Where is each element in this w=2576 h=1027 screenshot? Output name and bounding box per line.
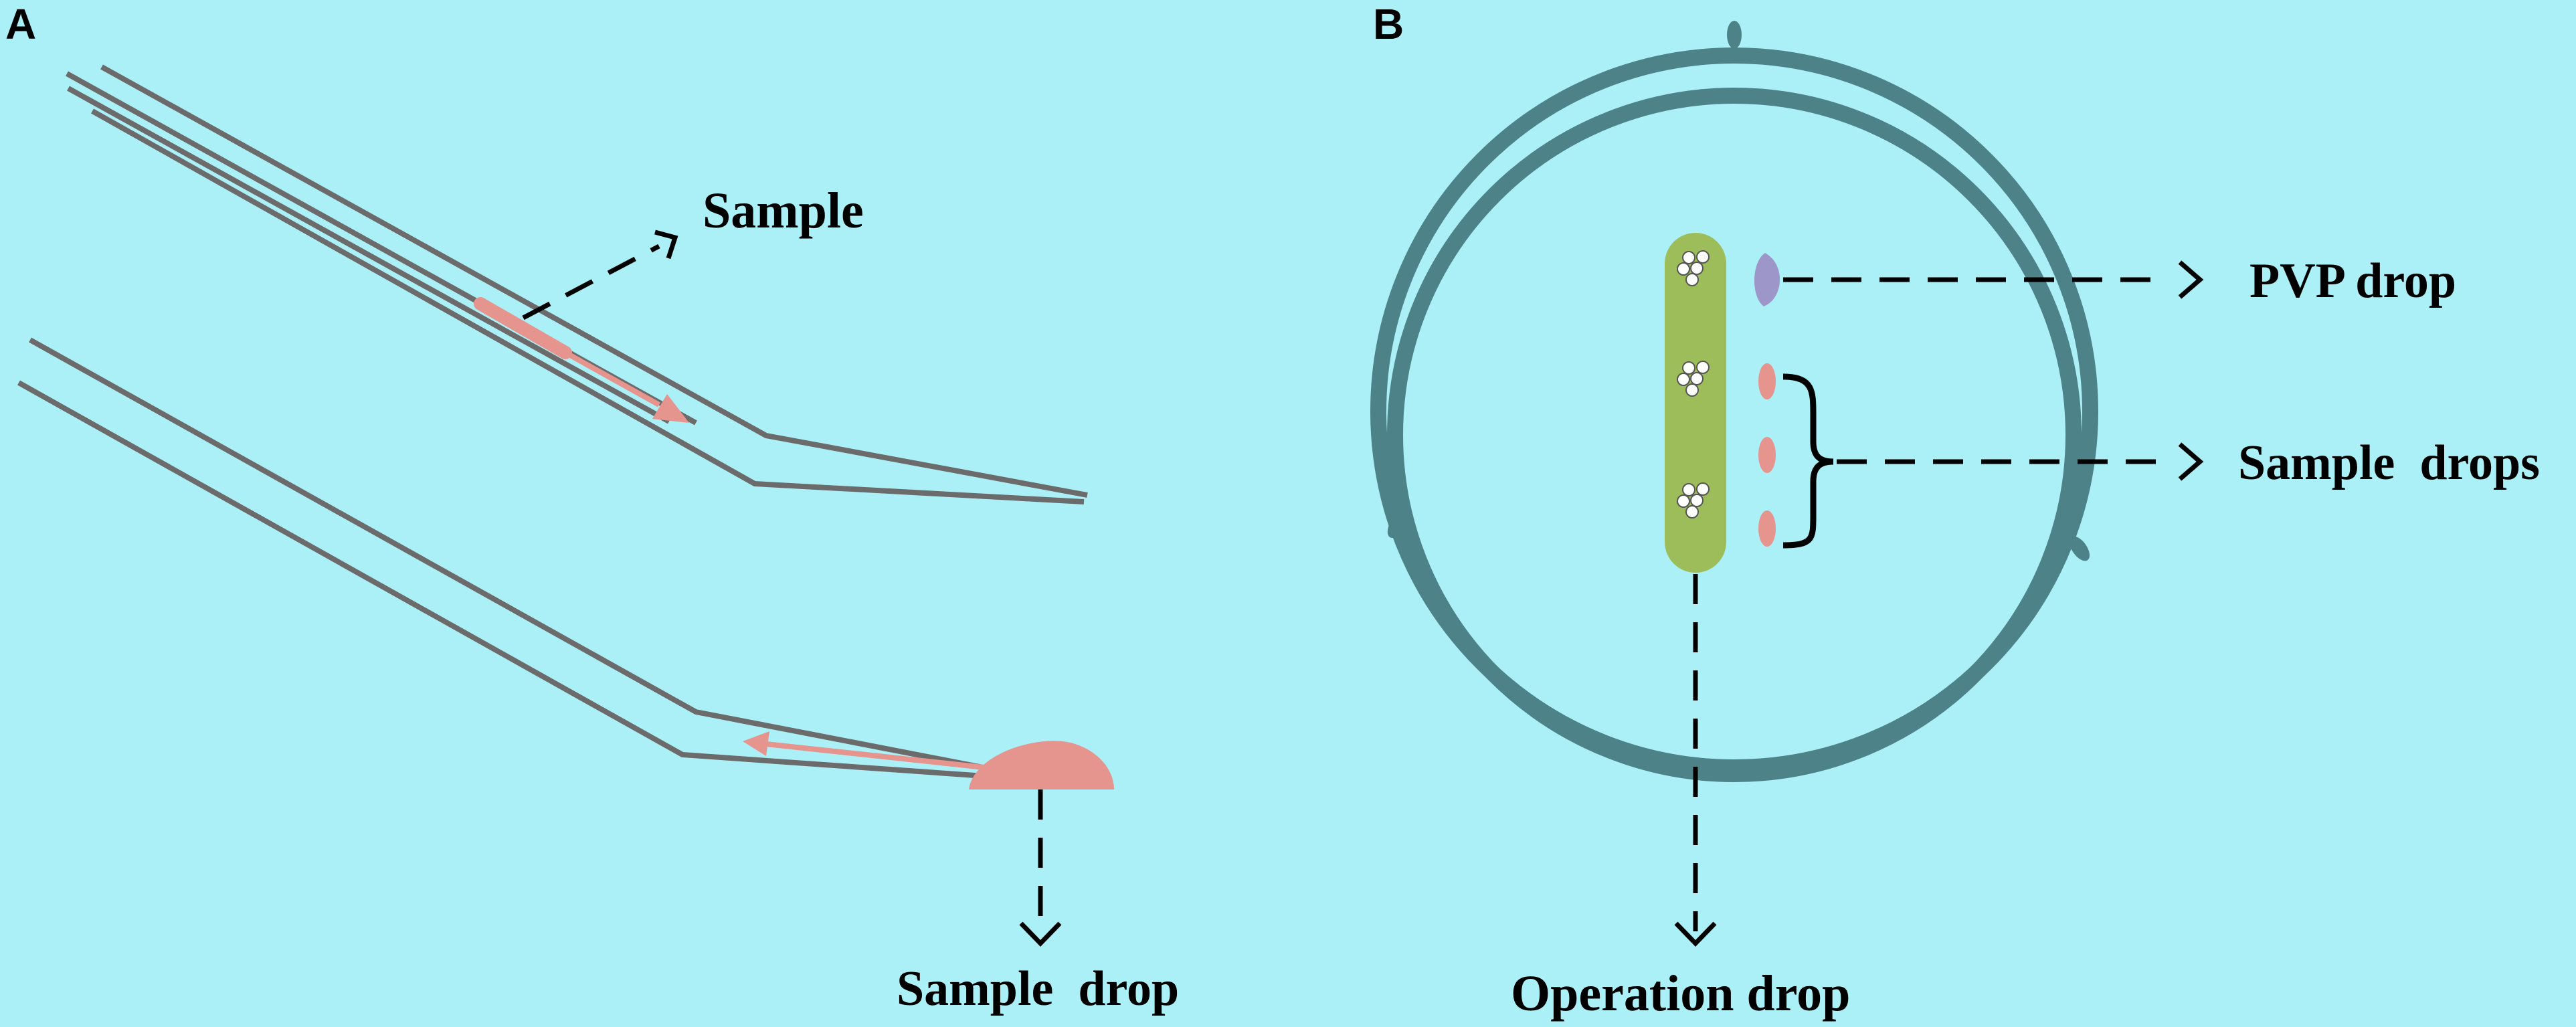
lower-pipette	[17, 337, 1114, 789]
dish-inner-ring	[1387, 88, 2082, 782]
cell	[1696, 361, 1710, 374]
upper-pipette-outer-bottom	[91, 108, 1085, 504]
lower-pipette-top	[29, 337, 1004, 774]
cell-cluster-bottom	[1677, 482, 1710, 519]
panel-a: A Sample Sample	[5, 0, 1179, 1016]
sample-drop-3	[1758, 510, 1776, 547]
lower-pipette-bottom	[17, 380, 1004, 780]
sample-drops-brace	[1782, 373, 1834, 549]
cell	[1677, 373, 1690, 386]
sample-callout-arrowhead	[654, 229, 678, 260]
pvp-drop-shape	[1754, 253, 1780, 306]
expel-arrowhead	[743, 731, 769, 756]
sample-flow-arrow-shaft	[564, 350, 660, 407]
pvp-drop-callout: PVP drop	[1783, 254, 2456, 308]
pvp-drop-label: PVP drop	[2249, 254, 2456, 308]
pvp-drop-arrowhead	[2178, 260, 2204, 299]
sample-drop-shape	[969, 741, 1114, 789]
sample-drop-2	[1758, 437, 1776, 473]
sample-drop-1	[1758, 363, 1776, 399]
cell	[1690, 262, 1704, 275]
panel-b-letter: B	[1373, 0, 1404, 48]
cell	[1677, 262, 1690, 276]
cell	[1682, 251, 1695, 264]
sample-drops-label: Sample drops	[2238, 436, 2540, 490]
cell-cluster-top	[1677, 250, 1710, 286]
expel-arrow-shaft	[765, 741, 991, 771]
cell-cluster-middle	[1677, 361, 1710, 397]
sample-callout: Sample	[522, 183, 864, 320]
sample-drop-label: Sample drop	[897, 961, 1179, 1016]
cell	[1685, 505, 1699, 519]
cell	[1685, 273, 1699, 286]
cell	[1677, 494, 1690, 508]
cell	[1696, 482, 1710, 496]
cell	[1682, 361, 1695, 375]
dish-notch-top	[1727, 21, 1742, 49]
cell	[1685, 383, 1699, 397]
sample-column	[474, 297, 572, 359]
sample-drops	[1758, 363, 1776, 547]
sample-drops-callout: Sample drops	[1837, 436, 2540, 490]
operation-drop-label: Operation drop	[1511, 965, 1850, 1022]
sample-drops-arrowhead	[2178, 442, 2204, 481]
panel-a-letter: A	[5, 0, 36, 48]
upper-pipette-inner-bottom	[67, 86, 670, 424]
operation-drop-shape	[1665, 233, 1726, 573]
sample-drop-arrowhead	[1019, 921, 1062, 947]
sample-flow-arrowhead	[652, 394, 689, 423]
operation-drop-callout: Operation drop	[1511, 574, 1850, 1022]
dish-notch-left	[1387, 512, 1407, 538]
cell	[1690, 372, 1704, 385]
panel-b: B	[1370, 0, 2540, 1022]
sample-callout-leader	[522, 244, 660, 320]
culture-dish	[1370, 21, 2098, 782]
operation-drop	[1665, 233, 1726, 573]
sample-drop-callout: Sample drop	[897, 789, 1179, 1016]
sample-label: Sample	[703, 183, 864, 239]
cell	[1690, 494, 1704, 507]
upper-pipette-outer-top	[100, 64, 1088, 498]
dish-notch-right	[2069, 536, 2090, 561]
cell	[1682, 483, 1695, 496]
upper-pipette	[66, 64, 1088, 504]
cell	[1696, 250, 1710, 264]
operation-drop-arrowhead	[1674, 921, 1717, 947]
